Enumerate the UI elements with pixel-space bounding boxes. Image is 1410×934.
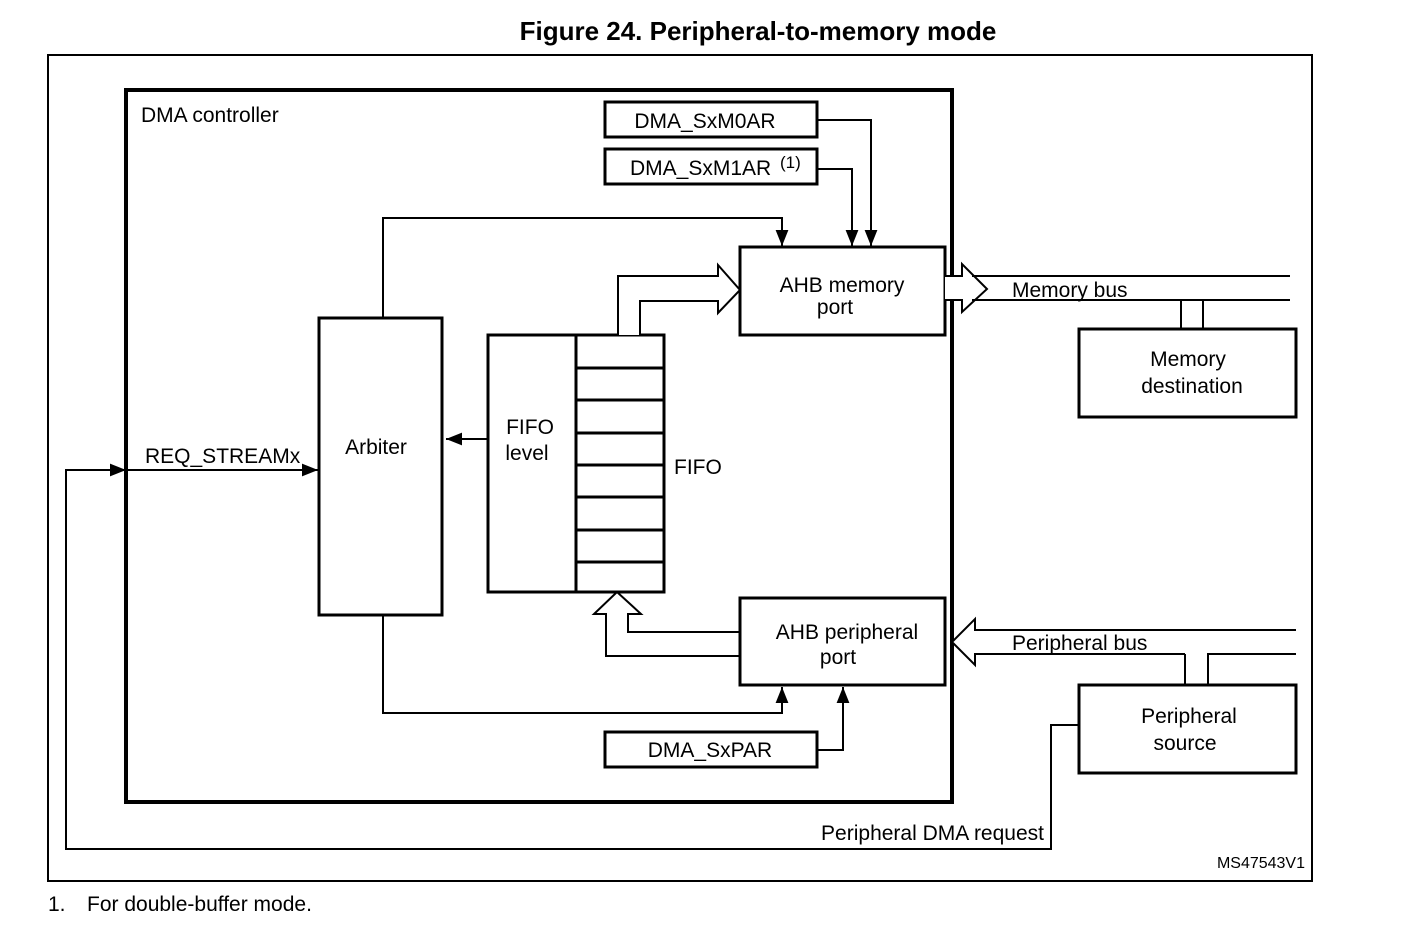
figure-id: MS47543V1 [1217,855,1305,872]
arbiter-label: Arbiter [345,436,407,459]
peripheral-source-label-line1: Peripheral [1141,705,1237,728]
m1ar-register-label: DMA_SxM1AR [630,157,771,180]
ahb-peripheral-port-label-line2: port [820,646,856,669]
memory-destination-label-line2: destination [1141,375,1243,398]
m1ar-footnote-ref: (1) [780,153,801,172]
peripheral-source-box [1077,683,1298,775]
m1ar-to-memory-port-arrow [817,168,859,246]
fifo-level-label-line2: level [505,442,548,465]
memory-bus-arrow [945,261,989,315]
fifo-label: FIFO [674,456,722,479]
peripheral-dma-request-line [65,463,1079,850]
dma-controller-box [124,88,954,804]
memory-destination-box [1077,327,1298,419]
memory-destination-label-line1: Memory [1150,348,1226,371]
memory-destination-tap-right [1202,299,1290,329]
ahb-memory-port-label-line2: port [817,296,853,319]
m1ar-register-box [603,147,819,186]
footnote-number: 1. [48,893,66,916]
m0ar-to-memory-port-arrow [817,119,878,246]
figure-frame [47,54,1313,882]
sxpar-to-peripheral-port-arrow [817,687,850,751]
ahb-memory-port-label-line1: AHB memory [780,274,905,297]
fifo-to-memory-port-bus-arrow [617,262,742,335]
memory-bus-label: Memory bus [1012,279,1128,302]
ahb-peripheral-port-label-line1: AHB peripheral [776,621,918,644]
req-stream-label: REQ_STREAMx [145,445,301,468]
arbiter-to-peripheral-port-arrow [382,615,789,714]
footnote-text: For double-buffer mode. [87,893,312,916]
peripheral-bus-label: Peripheral bus [1012,632,1147,655]
dma-controller-label: DMA controller [141,104,279,127]
figure-title: Figure 24. Peripheral-to-memory mode [520,16,997,46]
peripheral-port-to-fifo-bus-arrow [591,590,740,657]
arbiter-to-memory-port-arrow [382,217,789,318]
ahb-peripheral-port-box [738,596,947,687]
sxpar-register-label: DMA_SxPAR [648,739,772,762]
fifo-cells [576,366,664,564]
peripheral-dma-request-label: Peripheral DMA request [821,822,1044,845]
arbiter-box [317,316,444,617]
peripheral-source-label-line2: source [1153,732,1216,755]
m0ar-register-label: DMA_SxM0AR [634,110,775,133]
fifo-level-label-line1: FIFO [506,416,554,439]
peripheral-source-tap-right [1207,653,1296,685]
